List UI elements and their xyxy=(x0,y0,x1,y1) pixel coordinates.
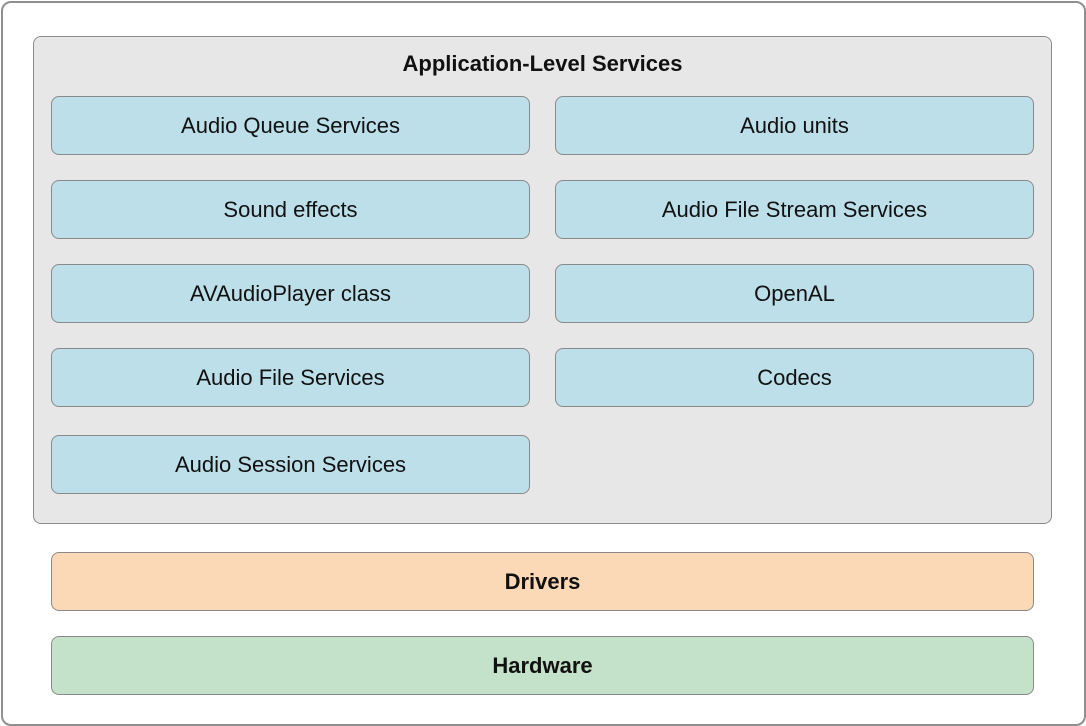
service-box-audio-units: Audio units xyxy=(555,96,1034,155)
drivers-layer: Drivers xyxy=(51,552,1034,611)
service-box-audio-queue-services: Audio Queue Services xyxy=(51,96,530,155)
application-layer-title: Application-Level Services xyxy=(402,51,683,76)
service-box-codecs: Codecs xyxy=(555,348,1034,407)
service-box-audio-file-stream-services: Audio File Stream Services xyxy=(555,180,1034,239)
service-box-avaudioplayer-class: AVAudioPlayer class xyxy=(51,264,530,323)
service-box-sound-effects: Sound effects xyxy=(51,180,530,239)
service-box-audio-session-services: Audio Session Services xyxy=(51,435,530,494)
service-box-audio-file-services: Audio File Services xyxy=(51,348,530,407)
service-box-openal: OpenAL xyxy=(555,264,1034,323)
hardware-layer: Hardware xyxy=(51,636,1034,695)
